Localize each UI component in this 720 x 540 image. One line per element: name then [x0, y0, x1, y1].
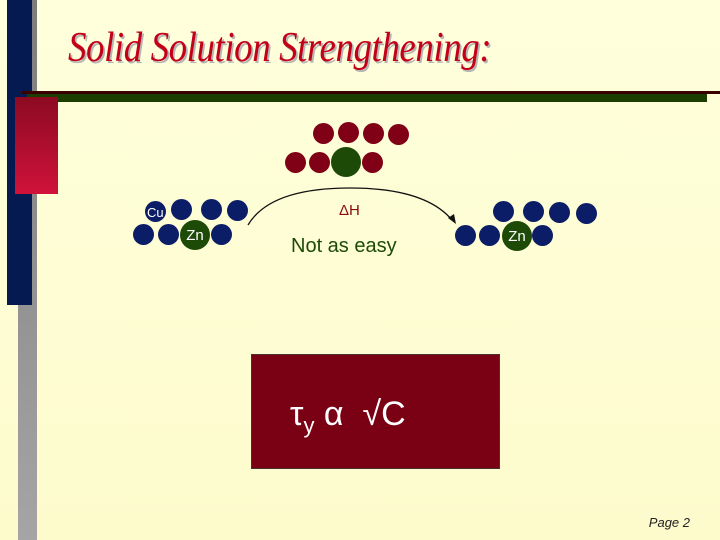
not-as-easy-caption: Not as easy [291, 235, 397, 257]
cu-atom [227, 200, 248, 221]
host-atom [313, 123, 334, 144]
delta-h-label: ΔH [339, 202, 360, 219]
cu-label: Cu [147, 205, 164, 220]
host-atom [338, 122, 359, 143]
formula-box: τy α √C [251, 354, 500, 469]
cu-atom [455, 225, 476, 246]
cu-atom [145, 201, 166, 222]
subscript-y: y [303, 412, 315, 438]
host-atom [362, 152, 383, 173]
alpha-symbol: α [323, 395, 344, 433]
zn-label: Zn [508, 227, 526, 245]
host-atom [363, 123, 384, 144]
host-atom [285, 152, 306, 173]
sqrt-c: √C [362, 395, 406, 433]
cu-atom [523, 201, 544, 222]
zn-atom: Zn [180, 220, 210, 250]
cu-atom [158, 224, 179, 245]
cu-atom [493, 201, 514, 222]
zn-label: Zn [186, 226, 204, 244]
cu-atom [171, 199, 192, 220]
title-rule-dark [22, 91, 720, 94]
slide-title: Solid Solution Strengthening: [68, 25, 492, 71]
decorative-red-block [15, 97, 58, 194]
title-rule-green [27, 94, 707, 102]
cu-atom [201, 199, 222, 220]
cu-atom [549, 202, 570, 223]
page-number: Page 2 [648, 515, 690, 530]
cu-atom [479, 225, 500, 246]
cu-atom [576, 203, 597, 224]
solute-atom [331, 147, 361, 177]
reaction-arrow-icon [247, 187, 456, 226]
strength-formula: τy α √C [290, 395, 406, 439]
zn-atom: Zn [502, 221, 532, 251]
cu-atom [133, 224, 154, 245]
tau-symbol: τ [290, 395, 304, 433]
host-atom [388, 124, 409, 145]
cu-atom [532, 225, 553, 246]
host-atom [309, 152, 330, 173]
cu-atom [211, 224, 232, 245]
